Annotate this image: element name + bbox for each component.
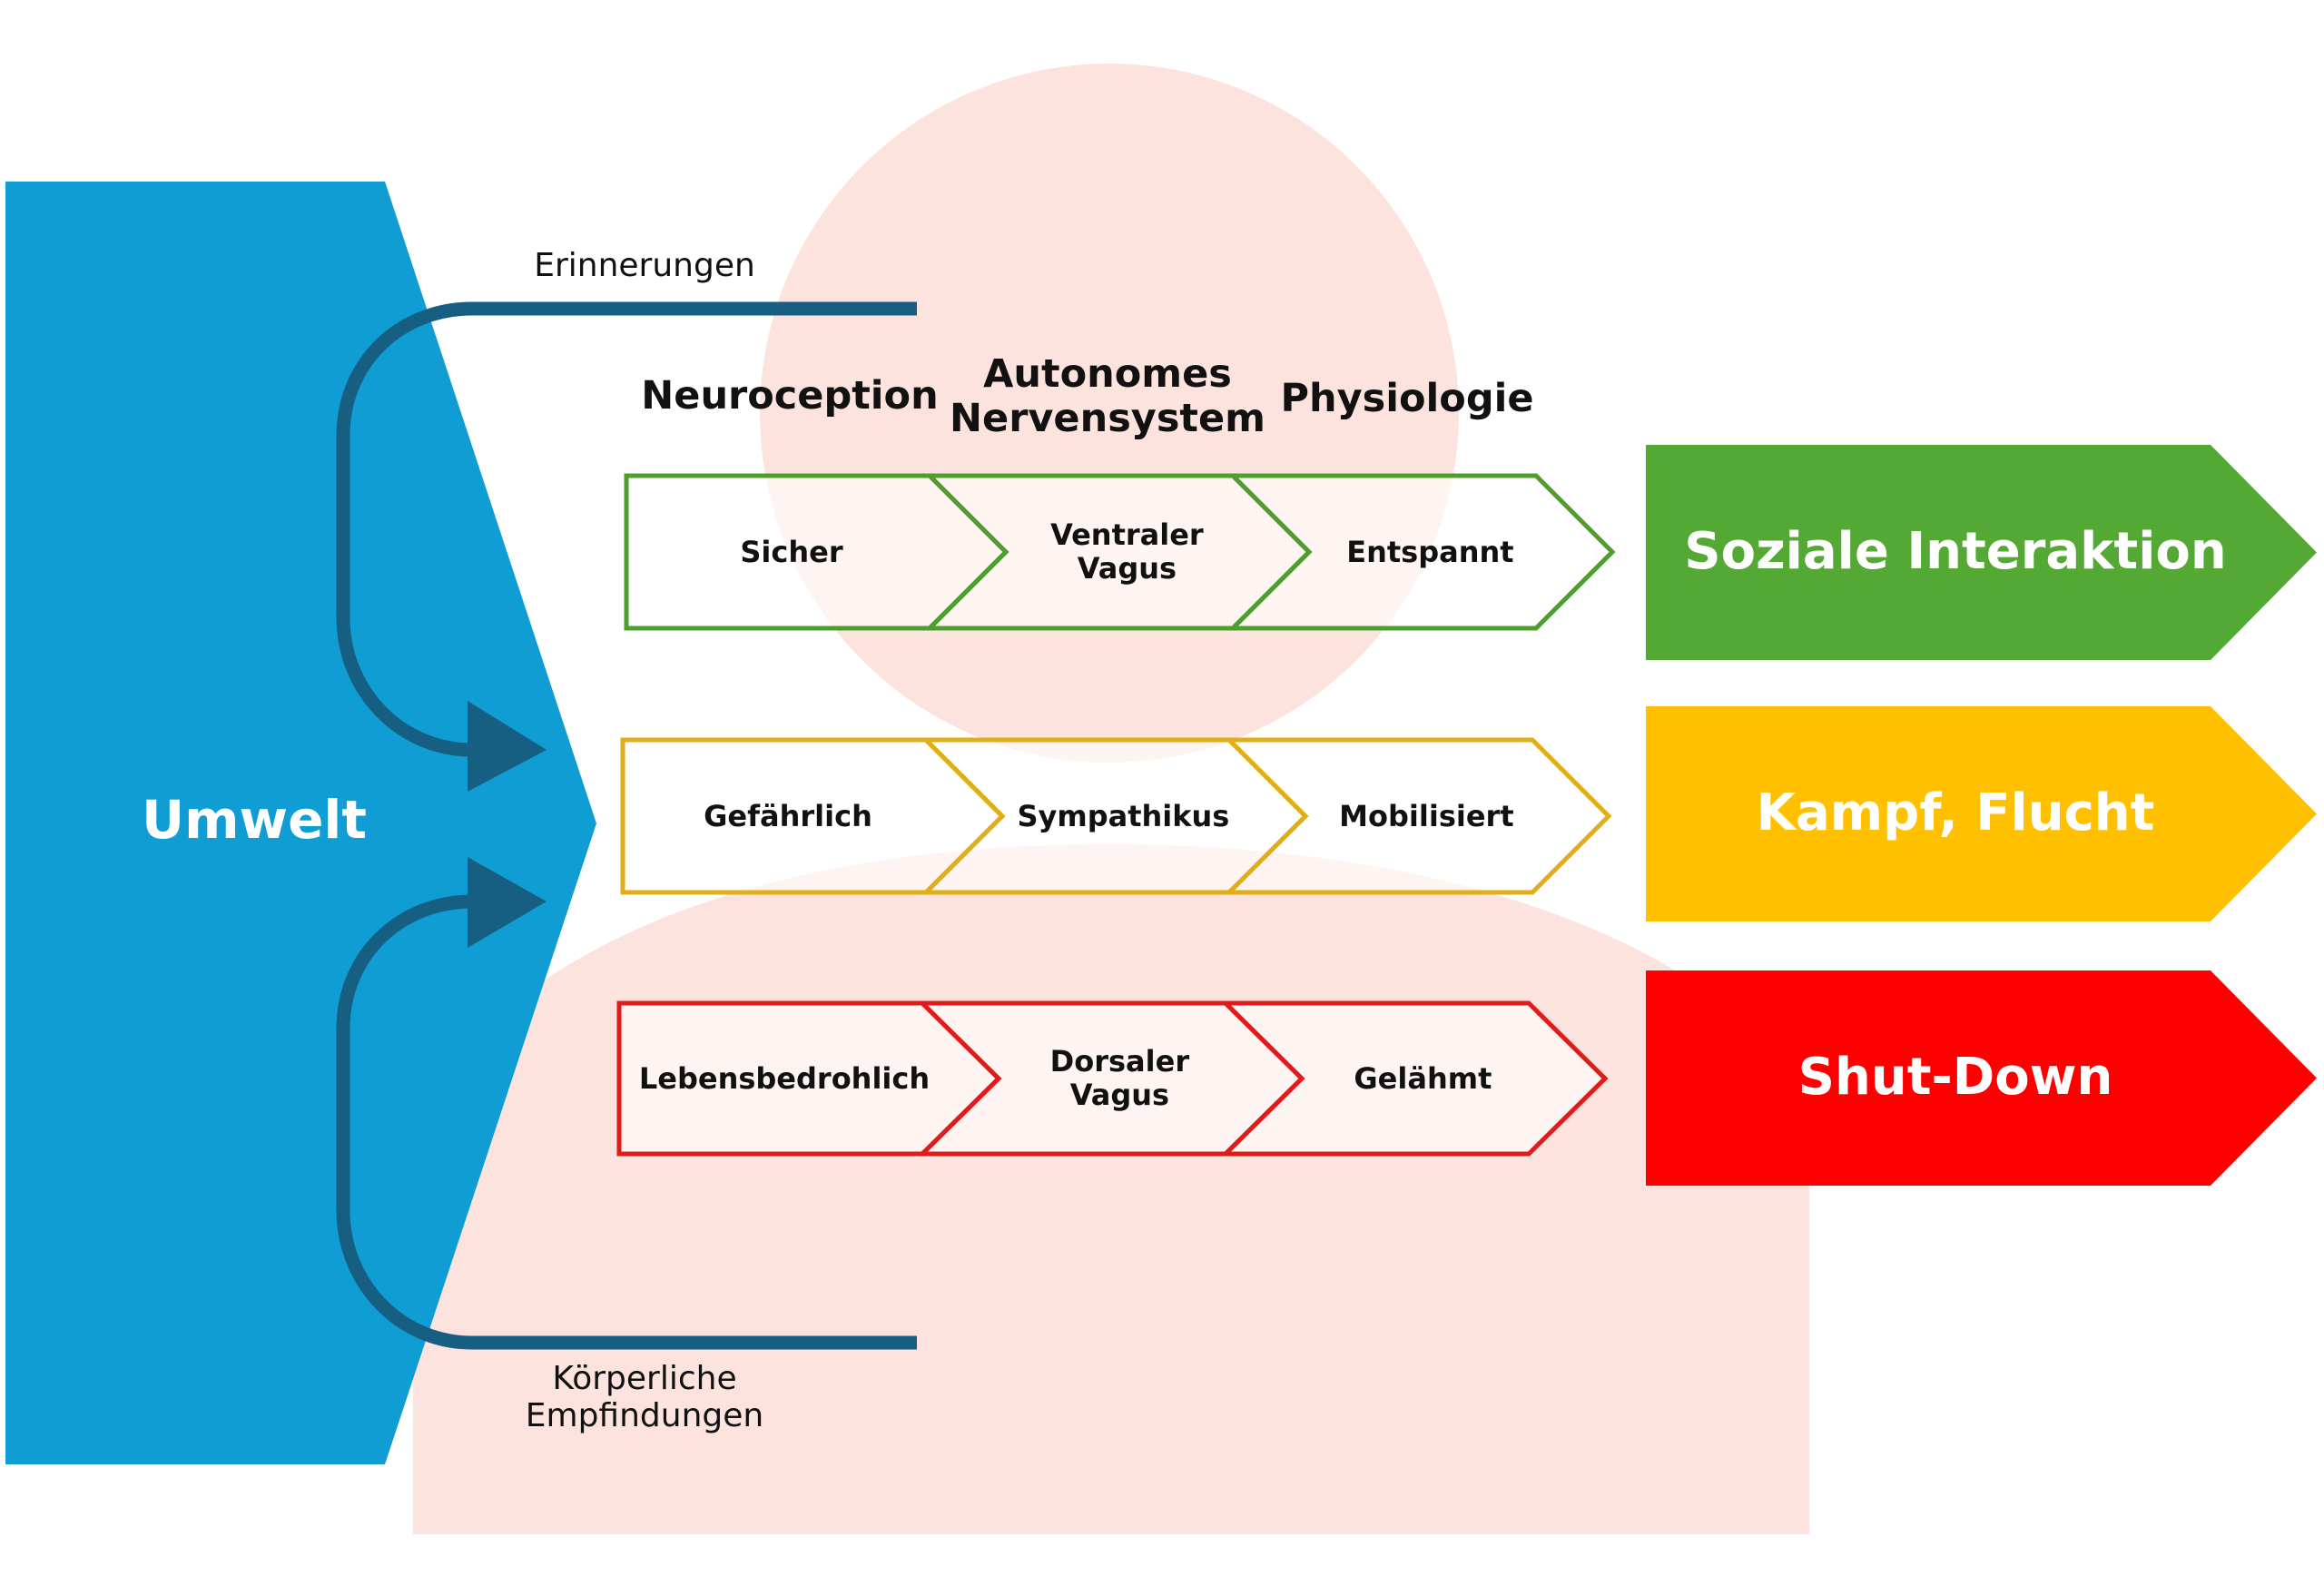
column-header-line1: Neuroception [641,373,939,419]
memories-label: Erinnerungen [534,247,755,284]
chevron-step-label: Gelähmt [1271,1003,1574,1154]
chevron-step-label: Entspannt [1278,476,1581,628]
chevron-step-label-line1: Dorsaler [1049,1044,1190,1079]
environment-label: Umwelt [141,789,368,851]
chevron-step-label-line1: Entspannt [1346,534,1514,569]
chevron-step-label-line1: Lebensbedrohlich [638,1060,931,1096]
column-header-line1: Autonomes [983,351,1232,397]
body-sensations-label-line1: Körperliche [552,1360,737,1397]
state-row-danger [620,737,1612,895]
environment-shape [5,182,596,1464]
column-header-autonomic-nervous-system: Autonomes Nervensystem [944,351,1271,442]
outcome-arrow-danger [1646,706,2317,921]
chevron-step-label-line1: Ventraler [1050,517,1204,553]
outcome-arrow-life-threat [1646,970,2317,1186]
chevron-step-label-line1: Gefährlich [704,798,872,833]
chevron-step-label-line1: Sympathikus [1017,798,1230,833]
body-sensations-feedback-line [336,894,917,1350]
chevron-step-label-line1: Gelähmt [1354,1060,1492,1096]
chevron-step-label: Sympathikus [971,740,1275,892]
chevron-step [1226,473,1616,631]
outcome-label: Soziale Interaktion [1684,522,2227,582]
outcome-arrow-safe [1646,445,2317,660]
state-row-life-threat [616,1000,1609,1157]
column-header-line1: Physiologie [1280,376,1534,421]
state-row-safe [624,473,1616,631]
chevron-step-label: Mobilisiert [1275,740,1578,892]
chevron-step-label: Sicher [626,476,957,628]
column-header-physiology: Physiologie [1244,376,1571,421]
memories-arrowhead-icon [468,701,547,792]
chevron-step-label: Gefährlich [623,740,953,892]
chevron-step-label: Lebensbedrohlich [619,1003,950,1154]
chevron-step-label-line1: Sicher [740,534,843,569]
chevron-step [1219,1000,1609,1157]
outcome-label: Kampf, Flucht [1756,783,2155,843]
column-header-neuroception: Neuroception [626,373,953,419]
chevron-step [1223,737,1612,895]
chevron-step-label-line2: Vagus [1069,1078,1170,1112]
column-header-line2: Nervensystem [950,396,1265,442]
body-sensations-label-line2: Empfindungen [525,1397,764,1435]
chevron-step-label-line2: Vagus [1077,551,1177,586]
body-sensations-label: Körperliche Empfindungen [490,1360,799,1435]
chevron-step-label-line1: Mobilisiert [1339,798,1514,833]
outcome-label: Shut-Down [1797,1048,2113,1108]
body-sensations-arrowhead-icon [468,857,547,948]
memories-feedback-line [336,301,917,757]
